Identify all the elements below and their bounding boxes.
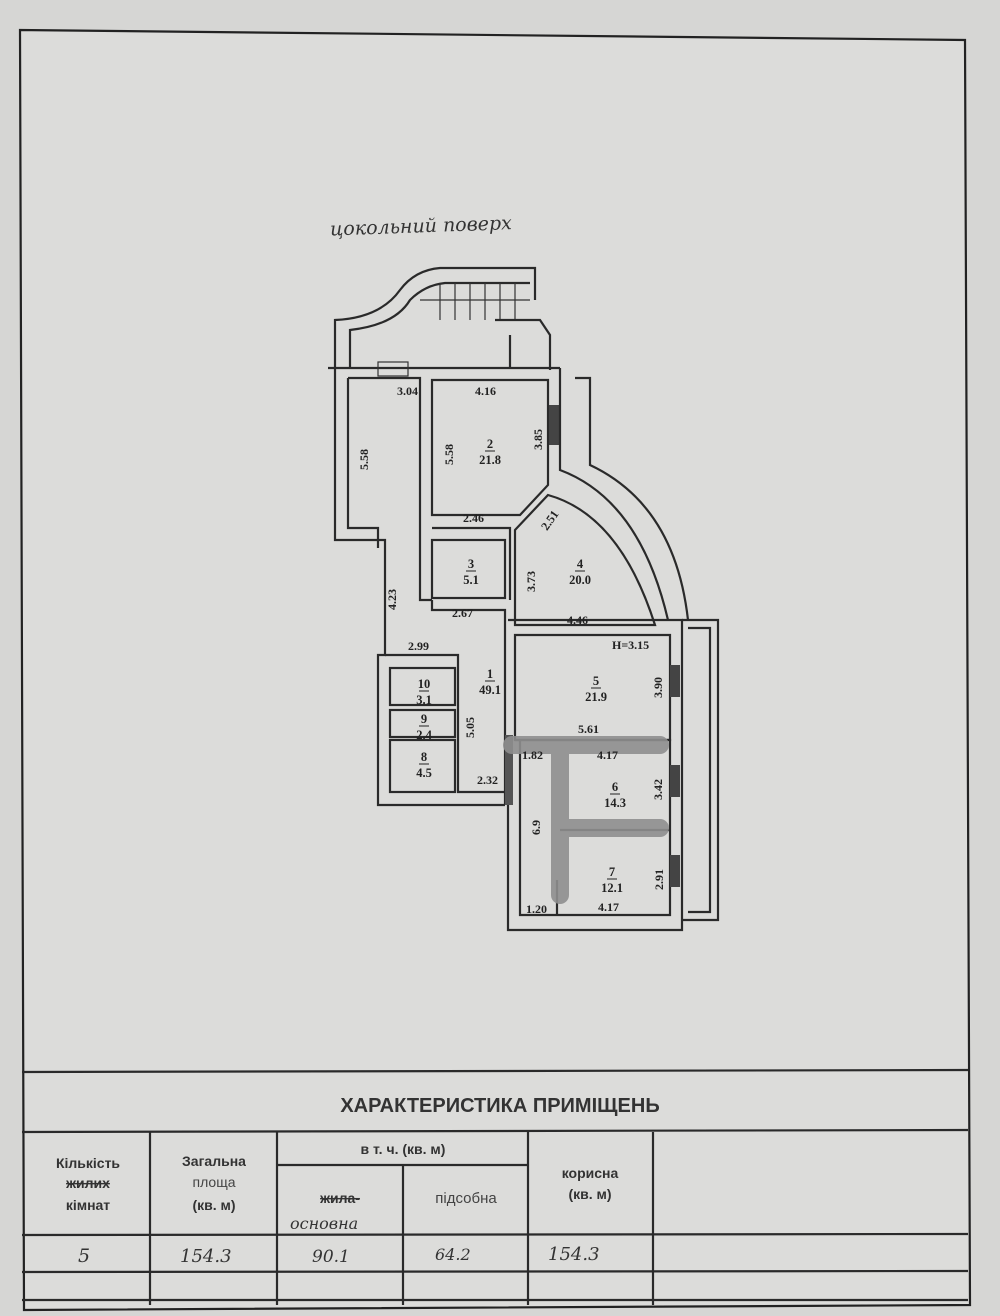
value-rooms-count: 5 (78, 1245, 90, 1267)
room-area: 49.1 (479, 683, 501, 697)
premises-table: ХАРАКТЕРИСТИКА ПРИМІЩЕНЬ Кількість жилих… (21, 1068, 969, 1305)
room-number: 10 (418, 677, 431, 691)
room-area: 21.8 (479, 453, 501, 467)
room-area: 3.1 (416, 693, 432, 707)
dim: 4.17 (598, 900, 619, 914)
sheet-frame (18, 28, 972, 1312)
header-rooms-count: жилих (65, 1175, 110, 1191)
room-label-8: 84.5 (416, 750, 432, 780)
room-label-4: 420.0 (569, 557, 591, 587)
window-icon (670, 665, 680, 697)
room-9 (388, 708, 457, 739)
room-3 (430, 538, 507, 600)
dim: 5.05 (463, 717, 477, 738)
dim: 3.42 (651, 779, 665, 800)
header-total-area: (кв. м) (192, 1197, 235, 1213)
room-number: 5 (593, 674, 599, 688)
room-labels: 149.1221.835.1420.0521.9614.3712.184.592… (416, 437, 626, 895)
dim: 5.61 (578, 722, 599, 736)
dim: 4.23 (385, 589, 399, 610)
value-auxiliary: 64.2 (435, 1245, 471, 1264)
value-useful: 154.3 (548, 1244, 600, 1265)
dim: 2.32 (477, 773, 498, 787)
room-area: 12.1 (601, 881, 623, 895)
room-number: 8 (421, 750, 427, 764)
room-label-9: 92.4 (416, 712, 432, 742)
room-number: 9 (421, 712, 427, 726)
room-area: 20.0 (569, 573, 591, 587)
window-icon (549, 405, 559, 445)
room-2 (430, 378, 550, 517)
room-10 (388, 666, 457, 707)
header-rooms-count: Кількість (56, 1155, 120, 1171)
header-useful: корисна (562, 1165, 619, 1181)
dim: 3.85 (531, 429, 545, 450)
window-icon (670, 765, 680, 797)
window-icon (670, 855, 680, 887)
room-4 (513, 493, 657, 627)
dim: 2.67 (452, 606, 473, 620)
room-label-5: 521.9 (585, 674, 607, 704)
room-label-2: 221.8 (479, 437, 501, 467)
dim: 3.90 (651, 677, 665, 698)
value-total-area: 154.3 (180, 1246, 232, 1267)
balcony (682, 618, 720, 922)
room-label-1: 149.1 (479, 667, 501, 697)
room-area: 5.1 (463, 573, 479, 587)
room-area: 14.3 (604, 796, 626, 810)
room-8 (388, 738, 457, 794)
room-number: 4 (577, 557, 584, 571)
dim: 3.04 (397, 384, 418, 398)
dim: 6.9 (529, 820, 543, 835)
dim: 2.91 (652, 869, 666, 890)
header-auxiliary: підсобна (435, 1190, 497, 1207)
room-label-7: 712.1 (601, 865, 623, 895)
header-useful: (кв. м) (568, 1186, 611, 1202)
dim: 2.99 (408, 639, 429, 653)
floor-plan (328, 266, 720, 932)
header-rooms-count: кімнат (66, 1197, 110, 1213)
room-area: 4.5 (416, 766, 432, 780)
redaction-mark (503, 736, 669, 904)
dim: 4.46 (567, 613, 588, 627)
room-number: 6 (612, 780, 618, 794)
header-living-handwritten: основна (290, 1214, 358, 1233)
staircase (333, 266, 552, 370)
header-incl: в т. ч. (кв. м) (361, 1141, 446, 1157)
room-area: 2.4 (416, 728, 432, 742)
dim: 5.58 (357, 449, 371, 470)
dim: 2.46 (463, 511, 484, 525)
room-number: 1 (487, 667, 493, 681)
room-area: 21.9 (585, 690, 607, 704)
dim: 5.58 (442, 444, 456, 465)
room-number: 7 (609, 865, 615, 879)
header-total-area: Загальна (182, 1153, 246, 1169)
header-living: жила- (319, 1190, 360, 1206)
dim: H=3.15 (612, 638, 649, 652)
room-label-10: 103.1 (416, 677, 432, 707)
room-label-3: 35.1 (463, 557, 479, 587)
dim: 4.17 (597, 748, 618, 762)
value-living: 90.1 (312, 1247, 350, 1267)
dim: 4.16 (475, 384, 496, 398)
room-number: 2 (487, 437, 493, 451)
room-number: 3 (468, 557, 474, 571)
dim: 1.20 (526, 902, 547, 916)
room-label-6: 614.3 (604, 780, 626, 810)
header-total-area: площа (193, 1174, 236, 1190)
dim: 3.73 (524, 571, 538, 592)
table-title: ХАРАКТЕРИСТИКА ПРИМІЩЕНЬ (340, 1095, 659, 1117)
dim: 1.82 (522, 748, 543, 762)
room-1 (430, 600, 507, 805)
